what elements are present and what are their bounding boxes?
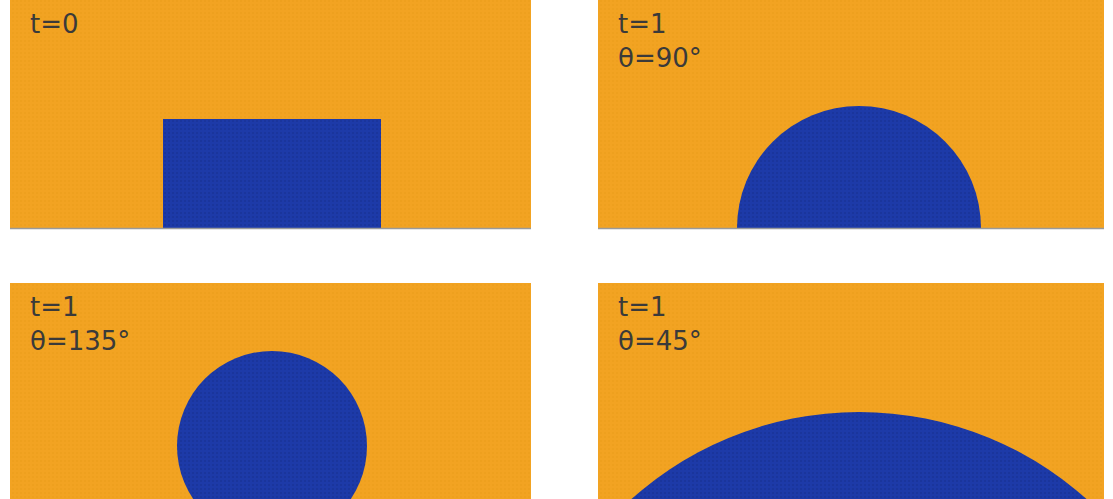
time-label: t=1 — [618, 8, 667, 40]
panel-90 — [598, 0, 1104, 228]
angle-label: θ=45° — [618, 325, 702, 357]
panel-initial — [10, 0, 531, 229]
angle-label: θ=90° — [618, 42, 702, 74]
panel-135 — [10, 283, 531, 499]
time-label: t=1 — [30, 291, 79, 323]
angle-label: θ=135° — [30, 325, 130, 357]
panel-45 — [598, 283, 1104, 499]
time-label: t=1 — [618, 291, 667, 323]
substrate-line — [598, 228, 1104, 230]
time-label: t=0 — [30, 8, 79, 40]
